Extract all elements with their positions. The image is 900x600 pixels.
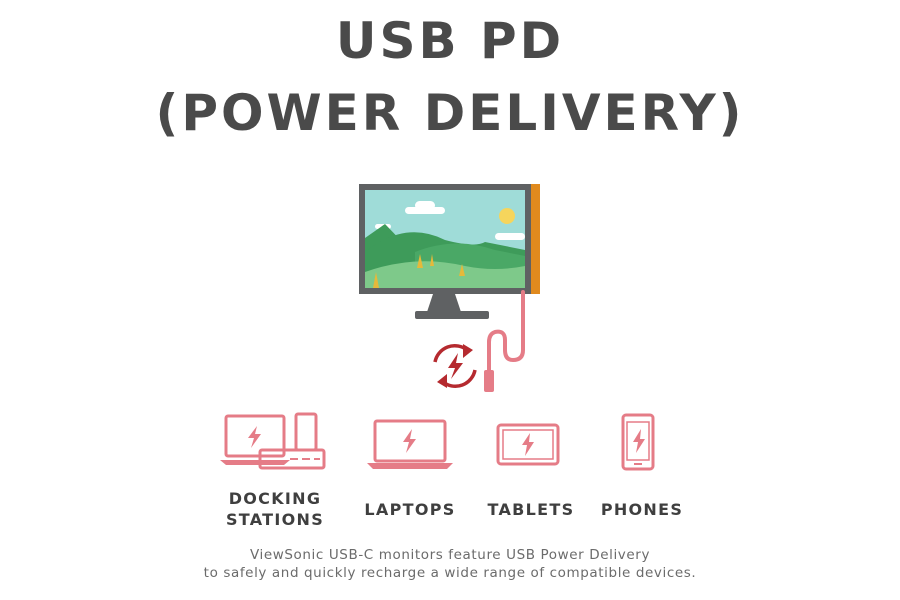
docking-station-icon (220, 412, 326, 470)
device-laptops (367, 415, 453, 475)
caption-line-1: ViewSonic USB-C monitors feature USB Pow… (249, 547, 651, 563)
monitor-icon (359, 184, 540, 319)
title-line-2: (POWER DELIVERY) (155, 84, 745, 142)
label-phones: PHONES (600, 500, 684, 519)
laptop-icon (367, 419, 453, 469)
power-sync-icon (433, 344, 477, 388)
device-tablets (495, 422, 561, 467)
title-line-1: USB PD (335, 12, 565, 70)
label-docking-line2: STATIONS (225, 510, 325, 529)
phone-icon (621, 413, 655, 471)
caption-line-2: to safely and quickly recharge a wide ra… (203, 565, 697, 581)
tablet-icon (496, 423, 560, 466)
label-laptops: LAPTOPS (364, 500, 456, 519)
label-tablets: TABLETS (487, 500, 575, 519)
label-docking: DOCKING STATIONS (205, 488, 345, 530)
device-phones (620, 412, 656, 472)
label-docking-line1: DOCKING (228, 489, 322, 508)
monitor-illustration (359, 184, 540, 392)
device-docking-stations (220, 410, 330, 475)
